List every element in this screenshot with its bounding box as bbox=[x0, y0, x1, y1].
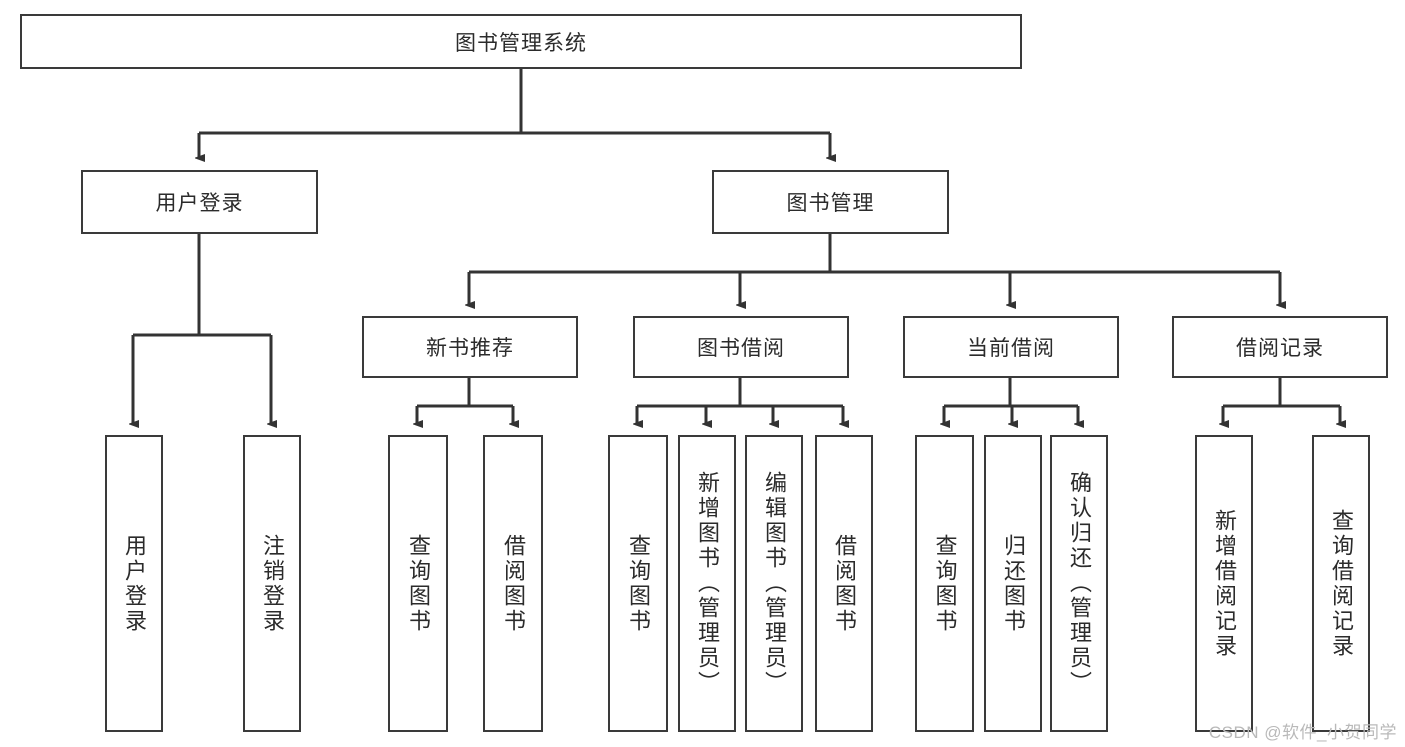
leaf-current-return-book[interactable]: 归还图书 bbox=[984, 435, 1042, 732]
node-book-management-label: 图书管理 bbox=[786, 192, 875, 215]
node-book-management[interactable]: 图书管理 bbox=[712, 170, 949, 234]
leaf-record-query[interactable]: 查询借阅记录 bbox=[1312, 435, 1370, 732]
leaf-user-logout[interactable]: 注销登录 bbox=[243, 435, 301, 732]
leaf-borrow-borrow-book[interactable]: 借阅图书 bbox=[815, 435, 873, 732]
leaf-current-confirm-return-label: 确认归还（管理员） bbox=[1067, 471, 1092, 696]
leaf-borrow-edit-book[interactable]: 编辑图书（管理员） bbox=[745, 435, 803, 732]
leaf-borrow-add-book-label: 新增图书（管理员） bbox=[695, 471, 720, 696]
node-new-book-recommend[interactable]: 新书推荐 bbox=[362, 316, 578, 378]
node-current-borrow-label: 当前借阅 bbox=[967, 337, 1055, 360]
leaf-record-add-label: 新增借阅记录 bbox=[1212, 508, 1237, 659]
leaf-record-query-label: 查询借阅记录 bbox=[1329, 508, 1354, 659]
leaf-borrow-add-book[interactable]: 新增图书（管理员） bbox=[678, 435, 736, 732]
leaf-recommend-query-book[interactable]: 查询图书 bbox=[388, 435, 448, 732]
node-borrow-record[interactable]: 借阅记录 bbox=[1172, 316, 1388, 378]
leaf-borrow-query-book-label: 查询图书 bbox=[626, 533, 651, 634]
leaf-current-confirm-return[interactable]: 确认归还（管理员） bbox=[1050, 435, 1108, 732]
leaf-user-logout-label: 注销登录 bbox=[260, 533, 285, 634]
leaf-borrow-query-book[interactable]: 查询图书 bbox=[608, 435, 668, 732]
leaf-borrow-borrow-book-label: 借阅图书 bbox=[832, 533, 857, 634]
leaf-record-add[interactable]: 新增借阅记录 bbox=[1195, 435, 1253, 732]
leaf-current-return-book-label: 归还图书 bbox=[1001, 533, 1026, 634]
node-new-book-recommend-label: 新书推荐 bbox=[426, 337, 514, 360]
leaf-current-query-book-label: 查询图书 bbox=[932, 533, 958, 634]
node-book-borrow-label: 图书借阅 bbox=[697, 337, 785, 360]
node-user-login[interactable]: 用户登录 bbox=[81, 170, 318, 234]
node-root-label: 图书管理系统 bbox=[455, 31, 587, 55]
leaf-borrow-edit-book-label: 编辑图书（管理员） bbox=[762, 471, 787, 696]
leaf-recommend-borrow-book-label: 借阅图书 bbox=[501, 533, 526, 634]
node-root[interactable]: 图书管理系统 bbox=[20, 14, 1022, 69]
node-current-borrow[interactable]: 当前借阅 bbox=[903, 316, 1119, 378]
watermark: CSDN @软件_小贺同学 bbox=[1208, 723, 1397, 742]
node-book-borrow[interactable]: 图书借阅 bbox=[633, 316, 849, 378]
leaf-current-query-book[interactable]: 查询图书 bbox=[915, 435, 974, 732]
node-borrow-record-label: 借阅记录 bbox=[1236, 337, 1324, 360]
leaf-user-login-label: 用户登录 bbox=[122, 533, 147, 634]
leaf-user-login[interactable]: 用户登录 bbox=[105, 435, 163, 732]
leaf-recommend-borrow-book[interactable]: 借阅图书 bbox=[483, 435, 543, 732]
node-user-login-label: 用户登录 bbox=[155, 192, 244, 215]
leaf-recommend-query-book-label: 查询图书 bbox=[406, 533, 431, 634]
